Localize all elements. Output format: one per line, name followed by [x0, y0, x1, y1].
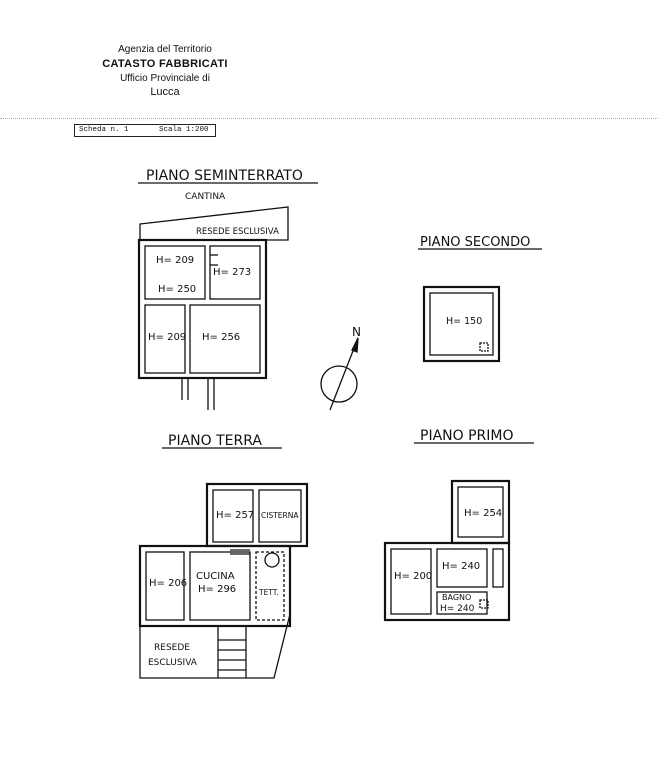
room-bagno	[436, 591, 488, 615]
label-h256: H= 256	[202, 332, 240, 343]
plan-secondo: PIANO SECONDO H= 150	[418, 235, 542, 363]
north-arrow: N	[320, 325, 361, 411]
label-h206: H= 206	[149, 578, 187, 589]
scala-label: Scala 1:200	[159, 126, 209, 134]
ufficio-label: Ufficio Provinciale di	[120, 73, 210, 84]
subtitle-cantina: CANTINA	[185, 192, 226, 202]
title-terra: PIANO TERRA	[168, 433, 262, 449]
room-209b	[144, 304, 186, 374]
room-254	[457, 486, 504, 538]
scheda-box: Scheda n. 1 Scala 1:200	[74, 124, 216, 137]
room-209a	[144, 245, 206, 300]
label-h200: H= 200	[394, 571, 432, 582]
label-h296: H= 296	[198, 584, 236, 595]
room-273	[209, 245, 261, 300]
label-cisterna: CISTERNA	[261, 511, 299, 520]
plan-primo: PIANO PRIMO H= 254 H= 200 H= 240 BAGNO H…	[383, 428, 534, 622]
label-h240b: H= 240	[440, 604, 475, 614]
agency-name: Agenzia del Territorio	[118, 44, 212, 55]
resede-label: RESEDE ESCLUSIVA	[196, 227, 279, 237]
plan-terra: PIANO TERRA H= 257 CISTER	[138, 433, 309, 679]
label-h150: H= 150	[446, 316, 482, 327]
title-primo: PIANO PRIMO	[420, 428, 514, 444]
label-esclusiva: ESCLUSIVA	[148, 658, 198, 668]
room-240	[436, 548, 488, 588]
room-256	[189, 304, 261, 374]
label-resede: RESEDE	[154, 643, 190, 653]
title-seminterrato: PIANO SEMINTERRATO	[146, 168, 303, 184]
room-150	[429, 292, 494, 356]
scheda-number: Scheda n. 1	[79, 126, 129, 134]
room-tett	[255, 551, 285, 621]
label-bagno: BAGNO	[442, 593, 471, 602]
room-257	[212, 489, 254, 543]
label-cucina: CUCINA	[196, 571, 235, 582]
plan-seminterrato: PIANO SEMINTERRATO CANTINA RESEDE ESCLUS…	[137, 168, 318, 410]
label-h257: H= 257	[216, 510, 254, 521]
label-h209a: H= 209	[156, 255, 194, 266]
label-h254: H= 254	[464, 508, 502, 519]
stair-primo	[492, 548, 504, 588]
north-label: N	[352, 325, 361, 339]
room-cisterna	[258, 489, 302, 543]
city-name: Lucca	[150, 86, 180, 98]
label-h250: H= 250	[158, 284, 196, 295]
label-tett: TETT.	[258, 588, 279, 597]
title-secondo: PIANO SECONDO	[420, 235, 530, 250]
hatch-primo	[479, 599, 489, 609]
resede-strip	[139, 206, 289, 241]
hatch-secondo	[479, 342, 489, 352]
cistern-well	[264, 552, 280, 568]
terra-lower-outline	[138, 544, 292, 628]
secondo-outline	[422, 285, 501, 363]
room-206	[145, 551, 185, 621]
seminterrato-outline	[137, 238, 268, 380]
primo-lower-outline	[383, 541, 511, 622]
label-h240a: H= 240	[442, 561, 480, 572]
header-divider	[0, 118, 658, 119]
room-cucina	[189, 551, 251, 621]
label-h209b: H= 209	[148, 332, 186, 343]
label-h273: H= 273	[213, 267, 251, 278]
room-200	[390, 548, 432, 615]
catasto-title: CATASTO FABBRICATI	[102, 58, 228, 70]
resede-terra-area	[139, 613, 291, 679]
